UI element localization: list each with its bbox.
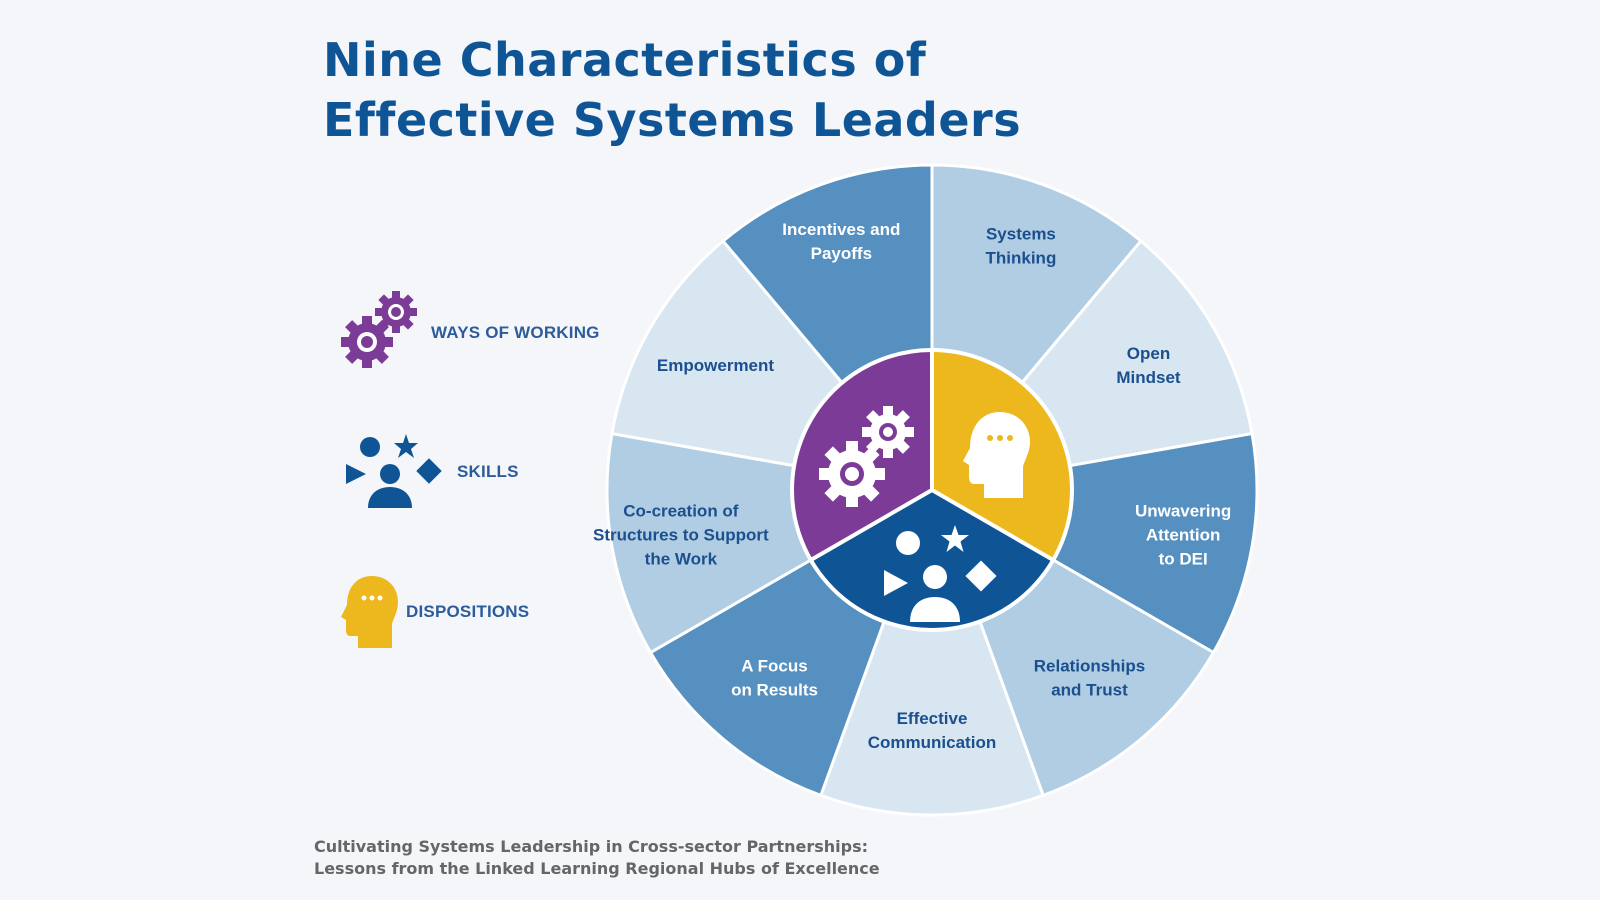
legend-item-ways-of-working: WAYS OF WORKING <box>340 290 600 375</box>
legend-item-skills: SKILLS <box>340 432 519 512</box>
segment-label-line: Systems <box>986 225 1056 244</box>
segment-label-line: Effective <box>897 709 968 728</box>
segment-label-line: the Work <box>645 549 718 568</box>
segment-label-line: Attention <box>1146 525 1221 544</box>
segment-label-line: Empowerment <box>657 356 774 375</box>
title-line-1: Nine Characteristics of <box>323 33 927 87</box>
skills-shapes-icon <box>346 434 442 508</box>
segment-label-line: Open <box>1127 344 1170 363</box>
segment-labels: SystemsThinkingOpenMindsetUnwaveringAtte… <box>593 220 1231 752</box>
title-line-2: Effective Systems Leaders <box>323 93 1022 147</box>
legend-label-skills: SKILLS <box>457 462 519 481</box>
center-head-icon <box>963 412 1030 498</box>
source-citation: Cultivating Systems Leadership in Cross-… <box>314 836 880 880</box>
head-icon <box>341 576 398 648</box>
legend: WAYS OF WORKING SKILLS DISPOSITIONS <box>340 290 640 670</box>
segment-label-line: Communication <box>868 733 996 752</box>
source-line-1: Cultivating Systems Leadership in Cross-… <box>314 837 868 856</box>
segment-label-line: Structures to Support <box>593 525 769 544</box>
segment-label-line: on Results <box>731 681 818 700</box>
segment-label-line: Relationships <box>1034 657 1145 676</box>
segment-label-line: Mindset <box>1116 368 1181 387</box>
gears-icon <box>341 291 417 368</box>
legend-label-dispositions: DISPOSITIONS <box>406 602 530 621</box>
legend-label-ways-of-working: WAYS OF WORKING <box>431 322 600 342</box>
segment-label-line: Co-creation of <box>623 501 739 520</box>
segment-label-line: Payoffs <box>811 244 872 263</box>
legend-item-dispositions: DISPOSITIONS <box>340 572 529 652</box>
source-line-2: Lessons from the Linked Learning Regiona… <box>314 859 880 878</box>
segment-label-line: Unwavering <box>1135 501 1231 520</box>
outer-ring <box>605 163 1259 817</box>
segment-label-line: A Focus <box>741 657 807 676</box>
segment-label-line: to DEI <box>1159 549 1208 568</box>
page-title: Nine Characteristics of Effective System… <box>323 30 1021 150</box>
segment-label-line: Thinking <box>986 249 1057 268</box>
segment-label-line: and Trust <box>1051 681 1128 700</box>
segment-label-line: Incentives and <box>782 220 900 239</box>
